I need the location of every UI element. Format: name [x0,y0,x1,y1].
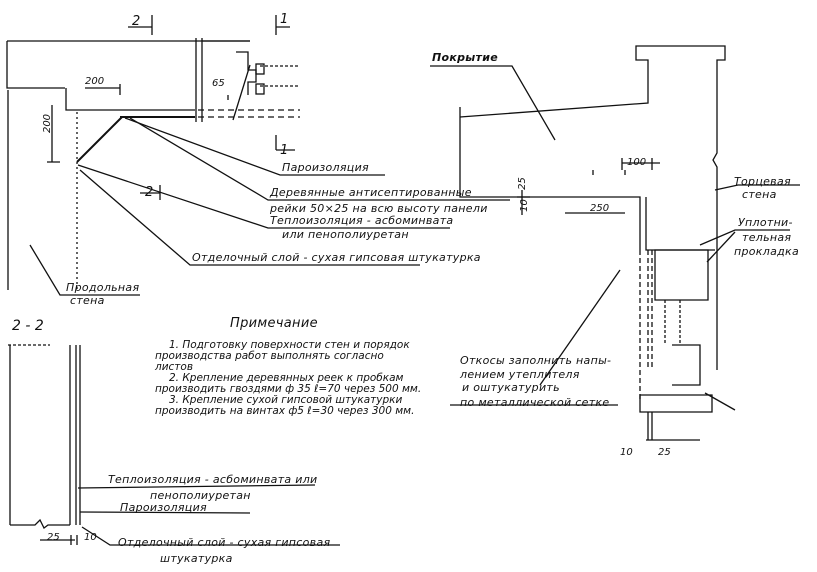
label-s22-insulation-1: Теплоизоляция - асбоминвата или [108,473,318,486]
label-end-wall-1: Торцевая [734,175,791,188]
section-mark-1-bottom: 1 [280,143,289,158]
dim-25-bottom: 25 [658,447,671,458]
label-vapor-barrier: Пароизоляция [282,161,369,174]
note-item-1: 1. Подготовку поверхности стен и порядок… [155,339,410,373]
label-finish-layer: Отделочный слой - сухая гипсовая штукату… [192,251,481,264]
label-insulation-1: Теплоизоляция - асбоминвата [270,214,454,227]
label-battens-1: Деревянные антисептированные [270,186,472,199]
label-seal-1: Уплотни- [738,216,793,229]
dim-10-bottom: 10 [620,447,633,458]
dim-65: 65 [212,78,225,89]
note-block: 1. Подготовку поверхности стен и порядок… [155,340,425,417]
section-1-1 [430,45,800,441]
label-reveals-2: лением утеплителя [460,368,580,381]
label-s22-finish-1: Отделочный слой - сухая гипсовая [118,536,331,549]
label-reveals-3: и оштукатурить [462,381,560,394]
label-insulation-2: или пенополиуретан [282,228,409,241]
label-longitudinal-wall-1: Продольная [66,281,140,294]
label-reveals-1: Откосы заполнить напы- [460,354,612,367]
section-mark-2-top: 2 [132,14,141,29]
label-end-wall-2: стена [742,188,777,201]
label-s22-finish-2: штукатурка [160,552,233,565]
section-2-2-title: 2 - 2 [12,318,44,334]
section-mark-1-top: 1 [280,12,289,27]
label-s22-vapor-barrier: Пароизоляция [120,501,207,514]
note-title: Примечание [230,316,318,331]
section-2-2 [8,344,340,546]
dim-200-vertical: 200 [42,113,54,134]
note-item-3: 3. Крепление сухой гипсовой штукатурки п… [155,394,415,417]
label-s22-insulation-2: пенополиуретан [150,489,251,502]
label-longitudinal-wall-2: стена [70,294,105,307]
dim-25-section: 25 [47,532,60,543]
dim-25-top: 25 [516,177,528,190]
dim-250: 250 [590,203,610,214]
dim-10-section: 10 [84,532,97,543]
label-battens-2: рейки 50×25 на всю высоту панели [270,202,488,215]
label-roof: Покрытие [432,51,498,64]
dim-200-horizontal: 200 [85,76,105,87]
dim-10-top: 10 [518,199,530,212]
label-seal-2: тельная [742,231,792,244]
dim-100: 100 [627,157,647,168]
plan-section-1 [6,15,510,296]
section-mark-2-bottom: 2 [145,185,154,200]
label-seal-3: прокладка [734,245,800,258]
label-reveals-4: по металлической сетке [460,396,610,409]
note-item-2: 2. Крепление деревянных реек к пробкам п… [155,372,422,395]
